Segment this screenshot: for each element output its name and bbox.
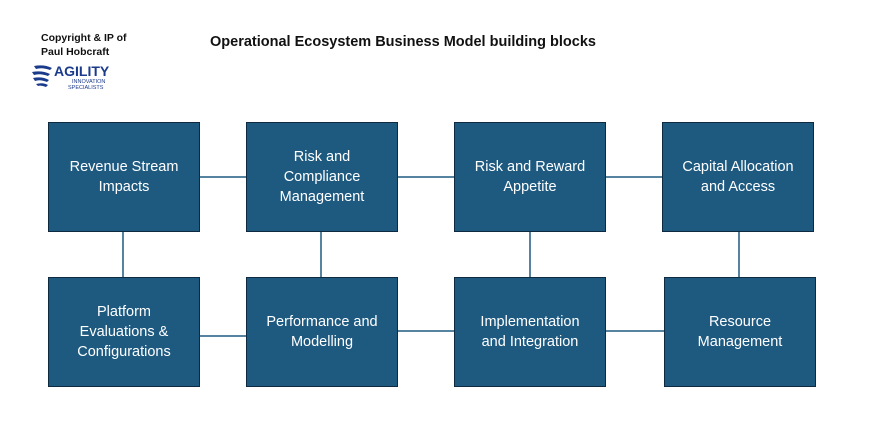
block-capital-allocation-access: Capital Allocation and Access bbox=[662, 122, 814, 232]
copyright-note: Copyright & IP of Paul Hobcraft bbox=[41, 31, 127, 59]
copyright-line-1: Copyright & IP of bbox=[41, 32, 127, 44]
logo-wordmark: AGILITY bbox=[54, 63, 110, 79]
logo-sub-2: SPECIALISTS bbox=[68, 85, 104, 91]
agility-logo: AGILITY INNOVATION SPECIALISTS bbox=[32, 63, 110, 91]
block-resource-management: Resource Management bbox=[664, 277, 816, 387]
block-performance-modelling: Performance and Modelling bbox=[246, 277, 398, 387]
copyright-line-2: Paul Hobcraft bbox=[41, 46, 110, 58]
block-implementation-integration: Implementation and Integration bbox=[454, 277, 606, 387]
diagram-title: Operational Ecosystem Business Model bui… bbox=[210, 34, 596, 50]
block-revenue-stream-impacts: Revenue Stream Impacts bbox=[48, 122, 200, 232]
block-risk-compliance-management: Risk and Compliance Management bbox=[246, 122, 398, 232]
block-platform-evaluations-configurations: Platform Evaluations & Configurations bbox=[48, 277, 200, 387]
logo-sub-1: INNOVATION bbox=[72, 79, 105, 85]
block-risk-reward-appetite: Risk and Reward Appetite bbox=[454, 122, 606, 232]
